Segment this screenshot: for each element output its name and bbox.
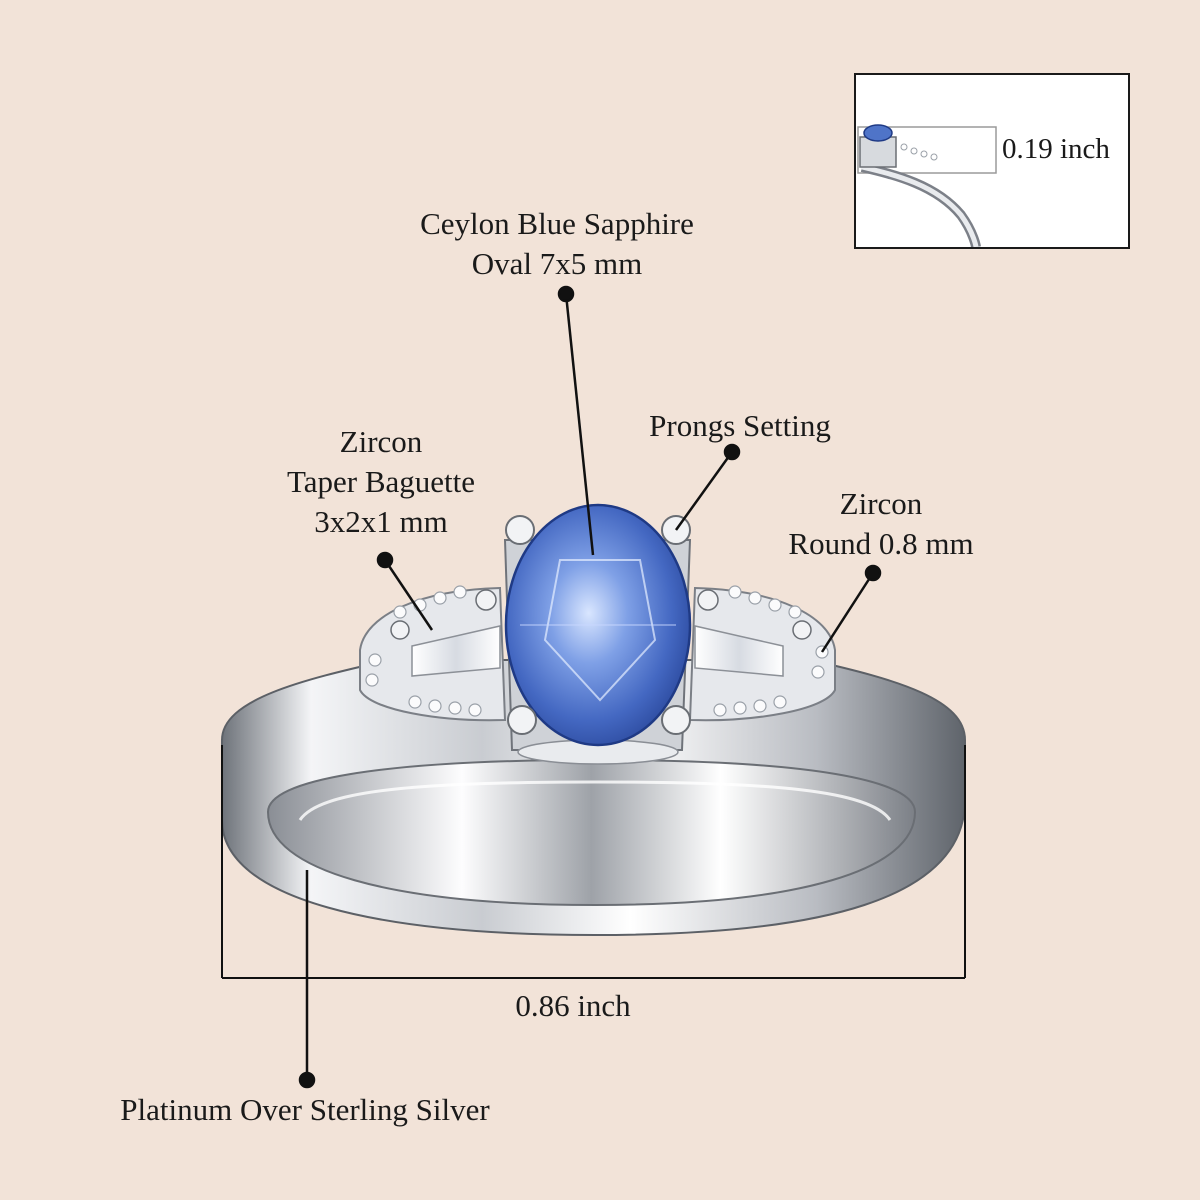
baguette-leader-line [383, 559, 434, 631]
prongs-leader-line [674, 451, 734, 531]
round-label: Zircon Round 0.8 mm [778, 484, 984, 564]
metal-label: Platinum Over Sterling Silver [100, 1090, 510, 1130]
round-leader-line [820, 572, 875, 653]
prong-bottom-left [507, 705, 537, 735]
prongs-label: Prongs Setting [640, 406, 840, 446]
metal-label-line1: Platinum Over Sterling Silver [120, 1092, 490, 1127]
baguette-label-line2: Taper Baguette [286, 464, 476, 499]
center-setting [390, 503, 812, 765]
width-value-text: 0.86 inch [515, 988, 631, 1023]
ring-band [221, 659, 966, 937]
baguette-zircon-left [411, 625, 501, 677]
prongs-callout-dot [723, 443, 741, 461]
sapphire-label-line1: Ceylon Blue Sapphire [420, 206, 694, 241]
metal-callout-dot [298, 1071, 316, 1089]
round-callout-dot [864, 564, 882, 582]
callout-lines [298, 285, 882, 1089]
side-view-sapphire [863, 124, 893, 142]
baguette-label-line3: 3x2x1 mm [314, 504, 448, 539]
side-view-inset: 0.19 inch [854, 73, 1130, 249]
width-value: 0.86 inch [498, 986, 648, 1026]
prongs-label-line1: Prongs Setting [649, 408, 831, 443]
sapphire-leader-line [564, 293, 595, 556]
side-view-ring [857, 124, 997, 247]
sapphire-label: Ceylon Blue Sapphire Oval 7x5 mm [400, 204, 714, 284]
sapphire-callout-dot [557, 285, 575, 303]
sapphire-label-line2: Oval 7x5 mm [471, 246, 643, 281]
baguette-zircon-right [694, 625, 784, 677]
height-value: 0.19 inch [1002, 133, 1110, 165]
round-label-line2: Round 0.8 mm [788, 526, 974, 561]
baguette-label-line1: Zircon [339, 424, 423, 459]
width-dimension [221, 745, 966, 979]
baguette-callout-dot [376, 551, 394, 569]
prong-top-left [505, 515, 535, 545]
round-label-line1: Zircon [839, 486, 923, 521]
baguette-label: Zircon Taper Baguette 3x2x1 mm [276, 422, 486, 542]
prong-bottom-right [661, 705, 691, 735]
round-zircons [365, 585, 829, 717]
